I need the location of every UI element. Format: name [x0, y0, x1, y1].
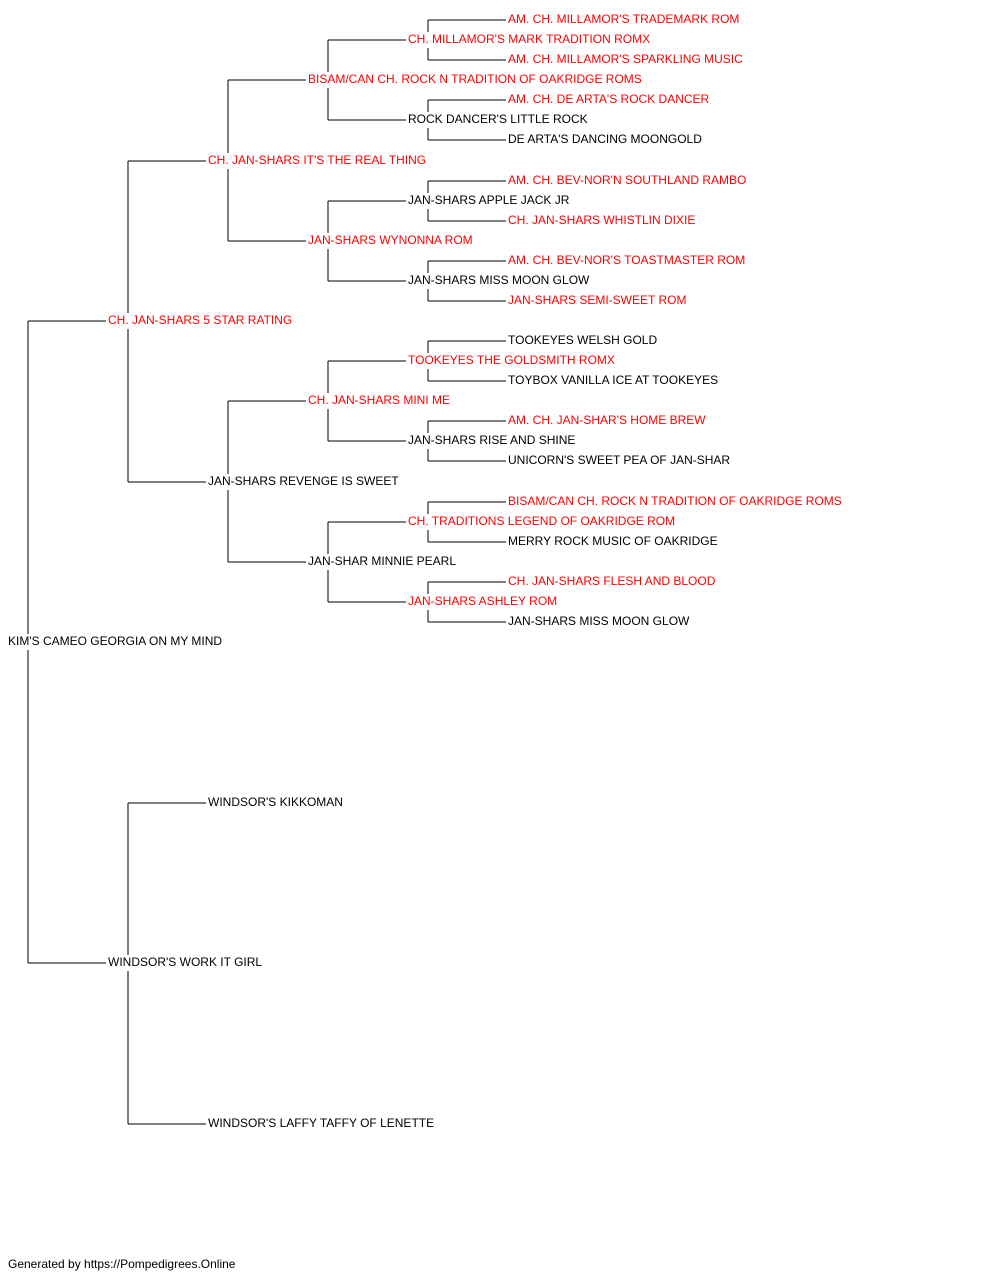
dog-name: AM. CH. JAN-SHAR'S HOME BREW [508, 413, 706, 427]
dog-name: JAN-SHARS REVENGE IS SWEET [208, 474, 399, 488]
dog-name: CH. JAN-SHARS FLESH AND BLOOD [508, 574, 716, 588]
dog-name: CH. JAN-SHARS WHISTLIN DIXIE [508, 213, 695, 227]
dog-name: JAN-SHARS APPLE JACK JR [408, 193, 570, 207]
dog-name: TOOKEYES THE GOLDSMITH ROMX [408, 353, 615, 367]
dog-name: AM. CH. MILLAMOR'S TRADEMARK ROM [508, 12, 739, 26]
dog-name: JAN-SHARS MISS MOON GLOW [508, 614, 690, 628]
dog-name: CH. JAN-SHARS MINI ME [308, 393, 450, 407]
dog-name: JAN-SHAR MINNIE PEARL [308, 554, 456, 568]
dog-name: TOOKEYES WELSH GOLD [508, 333, 657, 347]
dog-name: AM. CH. BEV-NOR'S TOASTMASTER ROM [508, 253, 745, 267]
dog-name: UNICORN'S SWEET PEA OF JAN-SHAR [508, 453, 730, 467]
dog-name: BISAM/CAN CH. ROCK N TRADITION OF OAKRID… [508, 494, 842, 508]
dog-name: AM. CH. DE ARTA'S ROCK DANCER [508, 92, 710, 106]
dog-name: WINDSOR'S WORK IT GIRL [108, 955, 262, 969]
dog-name: JAN-SHARS ASHLEY ROM [408, 594, 557, 608]
dog-name: KIM'S CAMEO GEORGIA ON MY MIND [8, 634, 222, 648]
dog-name: JAN-SHARS WYNONNA ROM [308, 233, 473, 247]
dog-name: JAN-SHARS SEMI-SWEET ROM [508, 293, 686, 307]
dog-name: CH. JAN-SHARS 5 STAR RATING [108, 313, 292, 327]
footer-credit: Generated by https://Pompedigrees.Online [8, 1257, 236, 1271]
dog-name: ROCK DANCER'S LITTLE ROCK [408, 112, 588, 126]
dog-name: TOYBOX VANILLA ICE AT TOOKEYES [508, 373, 718, 387]
dog-name: DE ARTA'S DANCING MOONGOLD [508, 132, 702, 146]
dog-name: CH. TRADITIONS LEGEND OF OAKRIDGE ROM [408, 514, 675, 528]
dog-name: AM. CH. MILLAMOR'S SPARKLING MUSIC [508, 52, 743, 66]
dog-name: WINDSOR'S LAFFY TAFFY OF LENETTE [208, 1116, 434, 1130]
dog-name: MERRY ROCK MUSIC OF OAKRIDGE [508, 534, 718, 548]
dog-name: WINDSOR'S KIKKOMAN [208, 795, 343, 809]
dog-name: JAN-SHARS RISE AND SHINE [408, 433, 575, 447]
dog-name: BISAM/CAN CH. ROCK N TRADITION OF OAKRID… [308, 72, 642, 86]
dog-name: AM. CH. BEV-NOR'N SOUTHLAND RAMBO [508, 173, 746, 187]
dog-name: CH. MILLAMOR'S MARK TRADITION ROMX [408, 32, 650, 46]
dog-name: JAN-SHARS MISS MOON GLOW [408, 273, 590, 287]
dog-name: CH. JAN-SHARS IT'S THE REAL THING [208, 153, 426, 167]
